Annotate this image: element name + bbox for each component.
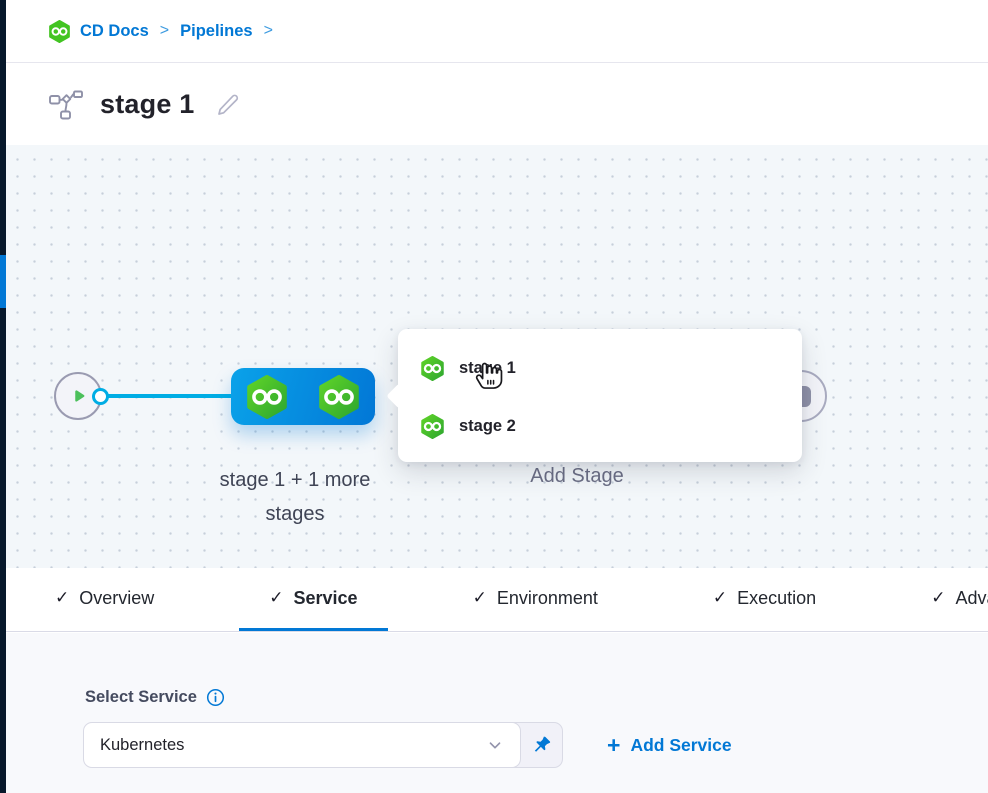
breadcrumb-separator: > [159,22,170,39]
tab-label: Environment [496,587,598,608]
stage-group-node[interactable] [231,368,375,425]
stage-menu-item-label: stage 1 [459,359,516,377]
breadcrumb-link-pipelines[interactable]: Pipelines [180,21,253,40]
pipeline-icon [48,89,84,121]
nav-rail-active-indicator [0,255,6,308]
stage-hexagon-icon [245,374,289,419]
service-select-group: Kubernetes [83,722,563,768]
select-service-label: Select Service [85,688,197,706]
tab-service[interactable]: ✓ Service [239,568,388,631]
check-icon: ✓ [712,588,728,607]
tab-label: Execution [737,587,817,608]
pipeline-connector-line [106,394,233,398]
info-icon[interactable] [206,688,225,707]
add-service-label: Add Service [630,734,732,755]
service-select[interactable]: Kubernetes [84,723,521,767]
pipeline-canvas[interactable]: stage 1 + 1 more stages Add Stage stage … [0,145,988,568]
stage-list-popup: stage 1 stage 2 [386,329,802,462]
stage-hexagon-icon [317,374,361,419]
select-service-label-row: Select Service [85,688,225,707]
tab-label: Advanced [955,587,988,608]
stage-hexagon-icon [420,356,445,381]
chevron-down-icon [486,736,504,754]
service-tab-panel: Select Service Kubernetes [6,633,988,793]
stage-hexagon-icon [420,414,445,439]
pin-service-button[interactable] [520,723,562,767]
tab-advanced[interactable]: ✓ Advanced [901,568,988,631]
stage-menu-item-1[interactable]: stage 1 [420,356,780,381]
check-icon: ✓ [269,588,284,607]
popup-tail [386,383,412,409]
tab-execution[interactable]: ✓ Execution [683,568,846,631]
stage-menu-item-2[interactable]: stage 2 [420,414,780,439]
connector-port [92,388,109,405]
play-icon [67,385,89,407]
stage-config-tabbar: ✓ Overview ✓ Service ✓ Environment ✓ Exe… [6,568,988,632]
add-service-button[interactable]: + Add Service [607,731,732,758]
service-select-value: Kubernetes [100,735,185,754]
plus-icon: + [607,731,621,758]
edit-pencil-icon[interactable] [216,93,240,117]
check-icon: ✓ [931,588,946,607]
title-bar: stage 1 [6,64,988,145]
breadcrumb-bar: CD Docs > Pipelines > [6,0,988,63]
nav-rail [0,0,6,793]
pin-icon [531,735,552,756]
tab-environment[interactable]: ✓ Environment [443,568,628,631]
tab-overview[interactable]: ✓ Overview [25,568,184,631]
stage-group-label: stage 1 + 1 more stages [219,469,371,525]
breadcrumb-separator: > [263,22,273,39]
stage-menu-item-label: stage 2 [459,417,516,435]
tab-label: Service [293,587,358,608]
harness-logo-icon [48,19,71,43]
tab-label: Overview [79,587,155,608]
service-control-row: Kubernetes + Add [83,722,732,768]
page-title: stage 1 [100,89,195,119]
check-icon: ✓ [55,588,70,607]
breadcrumb: CD Docs > Pipelines > [48,19,275,43]
check-icon: ✓ [472,588,487,607]
breadcrumb-link-project[interactable]: CD Docs [80,21,149,40]
add-stage-label[interactable]: Add Stage [530,465,624,487]
